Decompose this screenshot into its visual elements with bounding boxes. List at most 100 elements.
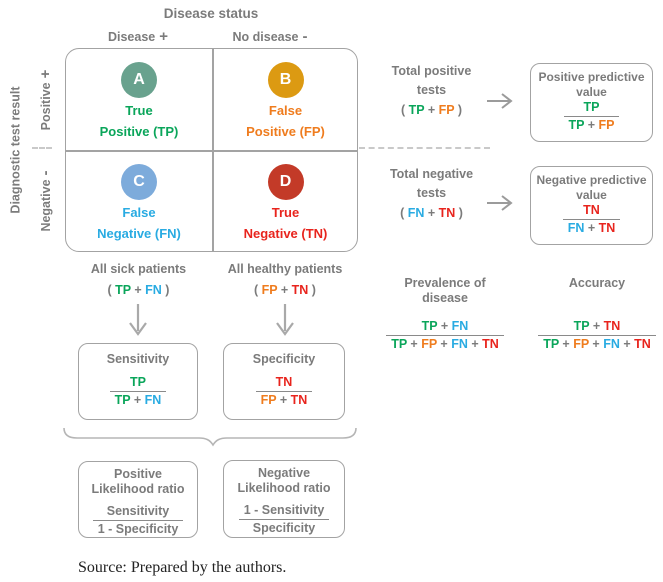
formula-token: TN	[482, 337, 499, 351]
formula-token: +	[130, 393, 145, 407]
positive-predictive-value-box: Positive predictive value TP TP + FP	[530, 63, 653, 142]
nlr-title-line2: Likelihood ratio	[237, 481, 331, 495]
formula-token: +	[589, 319, 604, 333]
dashed-divider-left	[32, 147, 52, 149]
cell-a-line1: True	[125, 103, 153, 118]
disease-status-title: Disease status	[163, 6, 259, 21]
formula-token: +	[437, 319, 452, 333]
formula-token: TN	[634, 337, 651, 351]
npv-title-line2: value	[576, 187, 607, 202]
negative-likelihood-ratio-box: Negative Likelihood ratio 1 - Sensitivit…	[223, 460, 345, 538]
accuracy-fraction-bar	[538, 335, 656, 336]
formula-token: Specificity	[252, 521, 316, 535]
all-sick-patients-group: All sick patients ( TP + FN )	[65, 262, 212, 297]
formula-token: )	[308, 283, 316, 297]
plr-fraction-bar	[92, 520, 184, 521]
nlr-fraction: 1 - Sensitivity Specificity	[238, 503, 330, 535]
ppv-fraction: TP TP + FP	[563, 100, 620, 132]
formula-token: +	[588, 337, 604, 351]
npv-fraction-bar	[562, 219, 621, 220]
sensitivity-title: Sensitivity	[106, 352, 170, 366]
npv-fraction: TN FN + TN	[562, 203, 621, 235]
arrow-right-icon	[487, 195, 513, 211]
formula-token: )	[161, 283, 170, 297]
specificity-fraction-numerator: TN	[271, 375, 298, 389]
formula-token: )	[454, 103, 463, 117]
formula-token: FP	[261, 283, 278, 297]
formula-token: FN	[451, 319, 469, 333]
accuracy-fraction-denominator: TP + FP + FN + TN	[538, 337, 656, 351]
specificity-fraction-bar	[255, 391, 313, 392]
matrix-horizontal-divider	[65, 150, 358, 152]
row-header-positive-label: Positive	[39, 82, 53, 131]
formula-token: TN	[290, 393, 308, 407]
formula-token: TP	[568, 118, 585, 132]
formula-token: FN	[407, 206, 425, 220]
brace-icon	[63, 427, 357, 447]
negative-predictive-value-box: Negative predictive value TN FN + TN	[530, 166, 653, 245]
prevalence-title-line2: disease	[422, 291, 468, 305]
formula-token: FN	[603, 337, 620, 351]
formula-token: FN	[144, 393, 162, 407]
formula-token: +	[584, 118, 599, 132]
total-positive-formula: ( TP + FP )	[379, 103, 484, 117]
formula-token: TN	[291, 283, 309, 297]
cell-b-line2: Positive (FP)	[246, 124, 325, 139]
formula-token: FN	[451, 337, 468, 351]
npv-title-line1: Negative predictive	[536, 173, 647, 187]
minus-sign-icon: -	[37, 170, 54, 176]
specificity-title: Specificity	[252, 352, 316, 366]
ppv-fraction-numerator: TP	[579, 100, 605, 114]
formula-token: +	[276, 393, 291, 407]
formula-token: )	[455, 206, 463, 220]
formula-token: +	[406, 337, 422, 351]
formula-token: TP	[408, 103, 425, 117]
total-positive-label-line2: tests	[416, 83, 447, 97]
formula-token: TP	[391, 337, 407, 351]
formula-token: 1 - Sensitivity	[243, 503, 325, 517]
total-negative-label-line1: Total negative	[389, 167, 474, 181]
row-header-negative-label: Negative	[39, 179, 53, 232]
plr-fraction: Sensitivity 1 - Specificity	[92, 504, 184, 536]
formula-token: TN	[583, 203, 600, 217]
specificity-box: Specificity TN FP + TN	[223, 343, 345, 420]
formula-token: TP	[115, 283, 131, 297]
circle-b-badge: B	[267, 62, 304, 98]
formula-token: (	[400, 103, 409, 117]
circle-c-badge: C	[121, 164, 157, 200]
prevalence-fraction-denominator: TP + FP + FN + TN	[386, 337, 504, 351]
formula-token: +	[424, 103, 439, 117]
arrow-right-icon	[487, 93, 513, 109]
cell-c-line1: False	[122, 205, 156, 220]
formula-token: FP	[438, 103, 455, 117]
all-healthy-formula: ( FP + TN )	[212, 283, 358, 297]
row-header-negative: Negative -	[37, 170, 54, 232]
sensitivity-fraction: TP TP + FN	[109, 375, 167, 407]
col-header-disease-label: Disease	[107, 30, 156, 44]
formula-token: +	[436, 337, 452, 351]
accuracy-title: Accuracy	[568, 276, 626, 290]
nlr-fraction-numerator: 1 - Sensitivity	[239, 503, 330, 517]
cell-false-negative: C False Negative (FN)	[66, 164, 212, 241]
ppv-title-line1: Positive predictive	[538, 70, 645, 84]
sensitivity-fraction-bar	[109, 391, 167, 392]
formula-token: FP	[598, 118, 615, 132]
prevalence-group: Prevalence of disease TP + FN TP + FP + …	[384, 276, 506, 351]
cell-false-positive: B False Positive (FP)	[213, 62, 358, 139]
all-sick-formula: ( TP + FN )	[65, 283, 212, 297]
formula-token: (	[107, 283, 116, 297]
prevalence-fraction: TP + FN TP + FP + FN + TN	[386, 319, 504, 351]
formula-token: TP	[583, 100, 600, 114]
all-healthy-patients-group: All healthy patients ( FP + TN )	[212, 262, 358, 297]
plr-fraction-denominator: 1 - Specificity	[93, 522, 184, 536]
formula-token: +	[558, 337, 574, 351]
sensitivity-fraction-denominator: TP + FN	[110, 393, 167, 407]
formula-token: Sensitivity	[106, 504, 170, 518]
formula-token: +	[277, 283, 292, 297]
accuracy-fraction-numerator: TP + TN	[569, 319, 626, 333]
formula-token: (	[254, 283, 262, 297]
npv-fraction-denominator: FN + TN	[563, 221, 621, 235]
all-sick-label: All sick patients	[90, 262, 187, 276]
circle-a-badge: A	[121, 62, 157, 98]
ppv-title-line2: value	[576, 84, 607, 99]
